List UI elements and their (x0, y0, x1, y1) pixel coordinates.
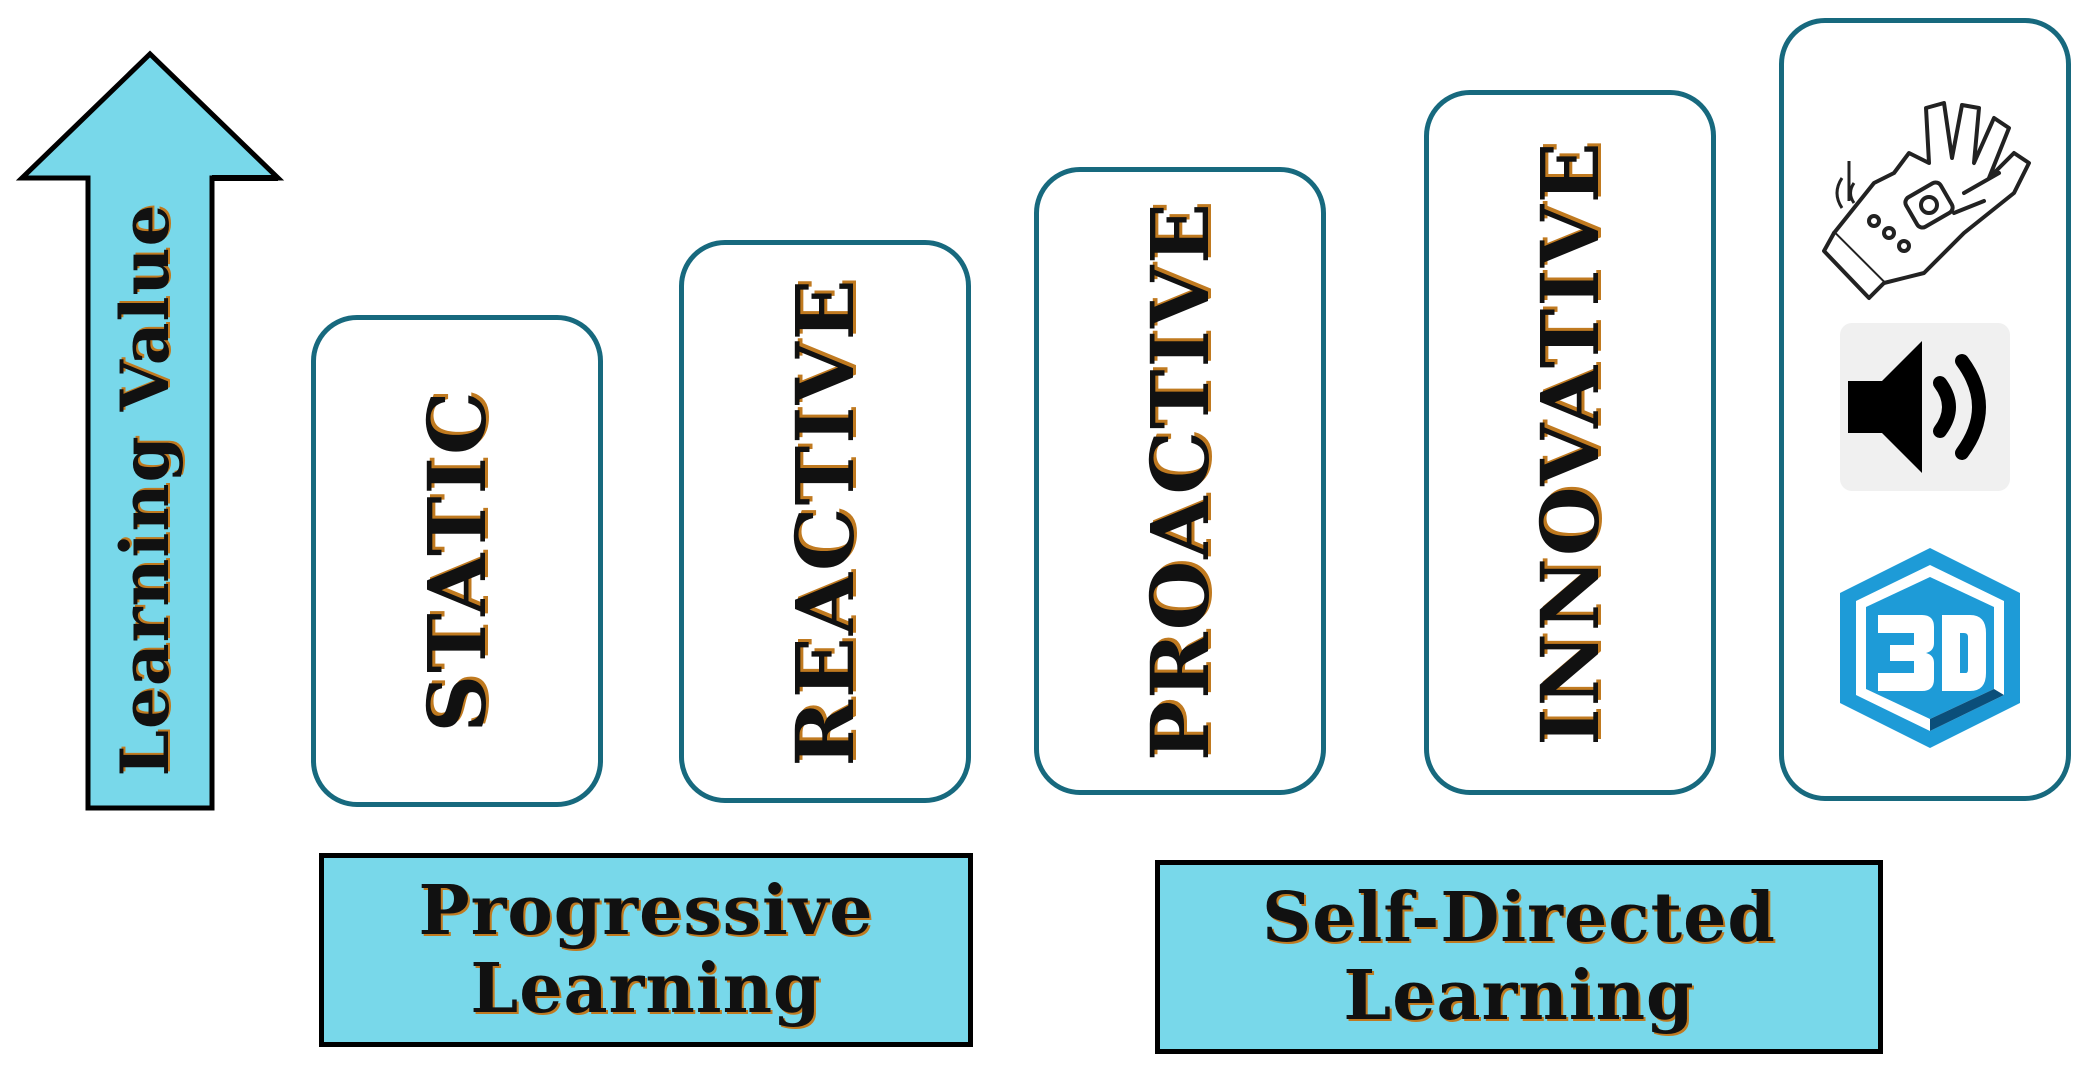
group-label: Self-Directed Learning (1262, 877, 1776, 1036)
stage-label: STATIC (410, 389, 504, 733)
stage-label: INNOVATIVE (1523, 139, 1617, 746)
group-label-line: Self-Directed (1262, 877, 1776, 958)
speaker-icon (1840, 323, 2010, 491)
smart-glove-icon (1814, 83, 2044, 313)
group-label: Progressive Learning (418, 870, 874, 1029)
group-self-directed-learning: Self-Directed Learning (1155, 860, 1883, 1054)
learning-value-arrow (15, 50, 285, 811)
stage-label: PROACTIVE (1133, 200, 1227, 762)
stage-label: REACTIVE (778, 276, 872, 767)
3d-icon (1830, 543, 2030, 753)
stage-innovative: INNOVATIVE (1424, 90, 1716, 795)
group-label-line: Learning (1343, 956, 1695, 1036)
stage-reactive: REACTIVE (679, 240, 971, 803)
stage-static: STATIC (311, 315, 603, 807)
technology-box (1779, 18, 2071, 801)
stage-proactive: PROACTIVE (1034, 167, 1326, 795)
group-label-line: Progressive (418, 870, 874, 951)
group-progressive-learning: Progressive Learning (319, 853, 973, 1047)
arrow-label: Learning Value (106, 203, 184, 777)
group-label-line: Learning (470, 949, 822, 1029)
